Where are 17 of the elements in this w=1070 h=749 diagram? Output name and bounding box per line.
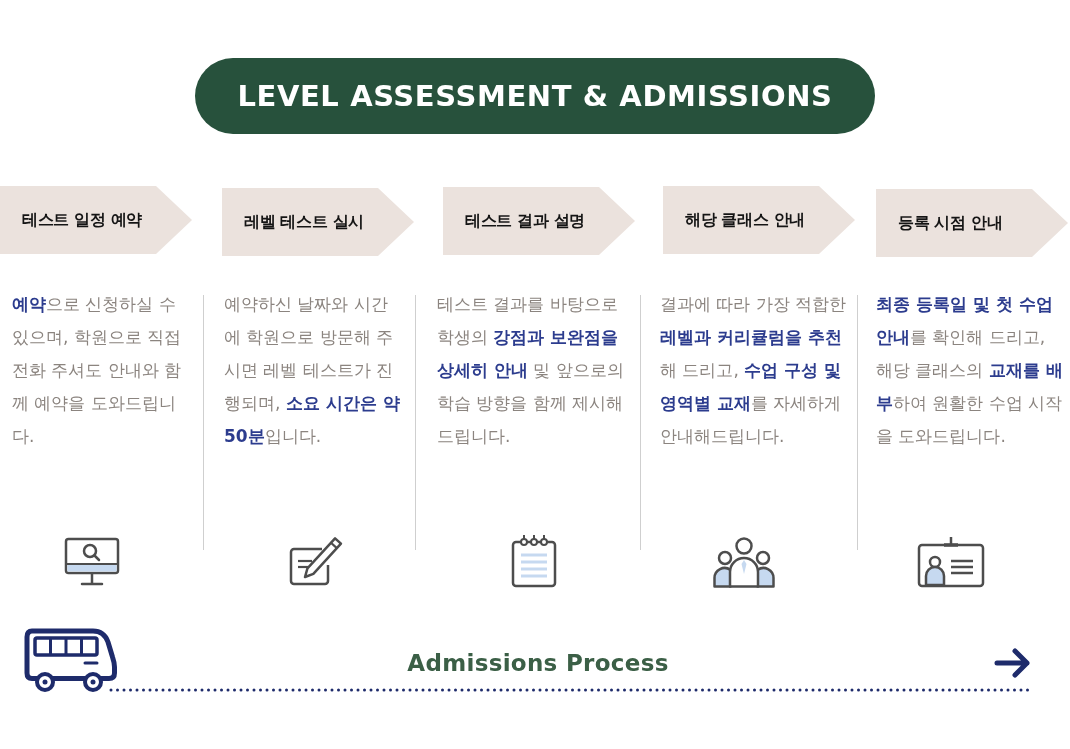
process-step [222, 188, 414, 256]
process-step [876, 189, 1068, 257]
process-step [443, 187, 635, 255]
step-title: 테스트 일정 예약 [22, 209, 143, 231]
step-description: 예약으로 신청하실 수 있으며, 학원으로 직접 전화 주셔도 안내와 함께 예약을 도와드립니다. [12, 293, 183, 448]
step-description: 결과에 따라 가장 적합한 레벨과 커리큘럼을 추천해 드리고, 수업 구성 및 영역별 교재를 자세하게 안내해드립니다. [660, 293, 848, 448]
title-banner: LEVEL ASSESSMENT & ADMISSIONS [195, 58, 875, 134]
section-label: Admissions Process [407, 650, 669, 676]
step-description: 테스트 결과를 바탕으로 학생의 강점과 보완점을 상세히 안내 및 앞으로의 학습 방향을 함께 제시해드립니다. [437, 293, 625, 448]
step-title: 테스트 결과 설명 [465, 210, 586, 232]
step-description: 최종 등록일 및 첫 수업 안내를 확인해 드리고, 해당 클래스의 교재를 배부하여 원활한 수업 시작을 도와드립니다. [876, 293, 1064, 448]
process-step [663, 186, 855, 254]
process-step [0, 186, 192, 254]
step-title: 레벨 테스트 실시 [244, 211, 365, 233]
step-title: 등록 시점 안내 [898, 212, 1003, 234]
step-title: 해당 클래스 안내 [685, 209, 806, 231]
step-description: 예약하신 날짜와 시간에 학원으로 방문해 주시면 레벨 테스트가 진행되며, 소요 시간은 약 50분입니다. [224, 293, 401, 448]
